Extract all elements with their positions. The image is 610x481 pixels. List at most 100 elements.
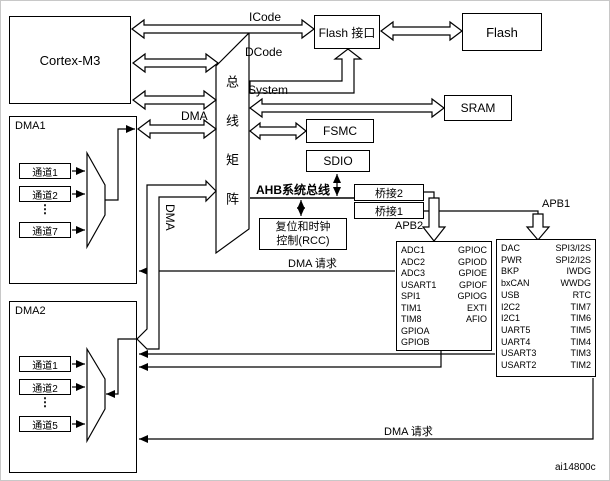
fsmc-label: FSMC xyxy=(323,124,357,138)
dcode-label: DCode xyxy=(245,45,283,59)
peripheral-item: USART1 xyxy=(401,279,437,290)
peripheral-item: GPIOE xyxy=(458,268,487,278)
flash-box: Flash xyxy=(462,13,542,51)
ahb-bus-label: AHB系统总线 xyxy=(256,183,330,197)
peripheral-item: I2C1 xyxy=(501,313,521,324)
dma1-channel-1: 通道1 xyxy=(19,163,71,179)
watermark-text: ai14800c xyxy=(555,462,596,473)
peripheral-item: ADC2 xyxy=(401,256,426,267)
cortex-m3-box: Cortex-M3 xyxy=(9,16,131,104)
peripheral-item: PWR xyxy=(501,254,522,265)
system-bus-arrow xyxy=(132,89,217,111)
rcc-box: 复位和时钟 控制(RCC) xyxy=(259,218,347,250)
peripheral-item: I2C2 xyxy=(501,301,521,312)
peripheral-item: IWDG xyxy=(566,266,592,277)
dma1-channel-7-label: 通道7 xyxy=(32,226,58,238)
dma2-title: DMA2 xyxy=(15,305,46,317)
peripheral-item: USB xyxy=(501,289,520,300)
apb2-peripherals-box: ADC1 ADC2 ADC3 USART1 SPI1 TIM1 TIM8 GPI… xyxy=(396,241,492,351)
peripheral-item: UART5 xyxy=(501,324,531,335)
peripheral-item: GPIOG xyxy=(457,291,487,301)
peripheral-item: RTC xyxy=(572,289,591,300)
dma1-bus-arrow xyxy=(137,118,217,140)
apb2-bus-arrow xyxy=(421,197,447,242)
rcc-label-line2: 控制(RCC) xyxy=(276,235,330,247)
peripheral-item: USART2 xyxy=(501,360,537,371)
dcode-bus-arrow xyxy=(132,52,219,74)
peripheral-item: DAC xyxy=(501,243,521,253)
peripheral-item: GPIOA xyxy=(401,325,430,336)
peripheral-item: TIM8 xyxy=(401,314,422,324)
peripheral-item: GPIOB xyxy=(401,337,430,347)
dma2-channel-1-label: 通道1 xyxy=(32,360,58,372)
bridge2-box: 桥接2 xyxy=(354,184,424,201)
bridge1-box: 桥接1 xyxy=(354,202,424,219)
peripheral-item: UART4 xyxy=(501,336,531,347)
flash-label: Flash xyxy=(486,24,518,40)
dma1-channel-7: 通道7 xyxy=(19,222,71,238)
apb2-bus-label: APB2 xyxy=(395,220,424,232)
dma1-channel-ellipsis: ⋮ xyxy=(39,202,51,216)
peripheral-item: USART3 xyxy=(501,348,537,359)
dma2-channel-ellipsis: ⋮ xyxy=(39,395,51,409)
apb1-bus-label: APB1 xyxy=(542,198,571,210)
bridge2-apb2-connector xyxy=(424,191,435,198)
dma1-channel-2: 通道2 xyxy=(19,186,71,202)
dma2-channel-5: 通道5 xyxy=(19,416,71,432)
system-label: System xyxy=(248,83,289,97)
peripheral-item: TIM5 xyxy=(570,324,591,335)
dma2-bus-arrow xyxy=(136,179,217,350)
peripheral-item: SPI2/I2S xyxy=(555,254,591,265)
peripheral-item: TIM4 xyxy=(570,336,591,347)
sdio-box: SDIO xyxy=(306,150,370,172)
dma2-mux-input-line xyxy=(106,338,137,398)
peripheral-item: ADC1 xyxy=(401,245,426,255)
peripheral-item: TIM2 xyxy=(570,360,591,371)
dma-request-top-label: DMA 请求 xyxy=(288,258,337,270)
dma2-channel-2: 通道2 xyxy=(19,379,71,395)
sram-box: SRAM xyxy=(444,95,512,121)
peripheral-item: SPI1 xyxy=(401,291,421,301)
fsmc-box: FSMC xyxy=(306,119,374,143)
icode-label: ICode xyxy=(249,10,282,24)
apb2-right-column: GPIOC GPIOD GPIOE GPIOF GPIOG EXTI AFIO xyxy=(457,245,487,347)
peripheral-item: GPIOF xyxy=(458,279,487,290)
flash-interface-label: Flash 接口 xyxy=(318,25,376,40)
flash-interface-box: Flash 接口 xyxy=(314,15,380,49)
bridge1-apb1-connector xyxy=(424,210,539,214)
dma2-channel-5-label: 通道5 xyxy=(32,420,58,432)
dma-request-bottom-label: DMA 请求 xyxy=(384,426,433,438)
peripheral-item: EXTI xyxy=(466,302,487,313)
dma1-channel-1-label: 通道1 xyxy=(32,167,58,179)
peripheral-item: ADC3 xyxy=(401,268,426,278)
peripheral-item: TIM3 xyxy=(570,348,591,359)
matrix-flash-interface-arrow xyxy=(249,48,363,94)
peripheral-item: SPI3/I2S xyxy=(555,243,591,253)
peripheral-item: GPIOD xyxy=(457,256,487,267)
rcc-label-line1: 复位和时钟 xyxy=(275,221,331,233)
bridge2-label: 桥接2 xyxy=(374,187,404,200)
dma1-bus-label: DMA xyxy=(181,109,208,123)
bus-matrix-label: 总线矩阵 xyxy=(224,75,239,231)
dma1-channel-2-label: 通道2 xyxy=(32,190,58,202)
apb2-left-column: ADC1 ADC2 ADC3 USART1 SPI1 TIM1 TIM8 GPI… xyxy=(401,245,436,347)
apb1-peripherals-box: DAC PWR BKP bxCAN USB I2C2 I2C1 UART5 UA… xyxy=(496,239,596,377)
dma-request-line-bottom-dma2 xyxy=(139,378,594,443)
peripheral-item: TIM6 xyxy=(570,313,591,324)
dma2-mux-shape xyxy=(86,346,106,444)
apb1-bus-arrow xyxy=(525,213,551,241)
dma2-channel-1: 通道1 xyxy=(19,356,71,372)
dma1-mux-output-line xyxy=(105,125,135,201)
peripheral-item: GPIOC xyxy=(457,245,487,255)
dma1-mux-shape xyxy=(86,150,106,250)
bridge1-label: 桥接1 xyxy=(374,205,404,218)
cortex-m3-label: Cortex-M3 xyxy=(39,52,101,68)
peripheral-item: BKP xyxy=(501,266,520,277)
sdio-label: SDIO xyxy=(323,154,353,168)
apb1-left-column: DAC PWR BKP bxCAN USB I2C2 I2C1 UART5 UA… xyxy=(501,243,536,373)
dma2-channel-2-label: 通道2 xyxy=(32,383,58,395)
peripheral-item: WWDG xyxy=(560,278,592,289)
apb1-right-column: SPI3/I2S SPI2/I2S IWDG WWDG RTC TIM7 TIM… xyxy=(555,243,591,373)
